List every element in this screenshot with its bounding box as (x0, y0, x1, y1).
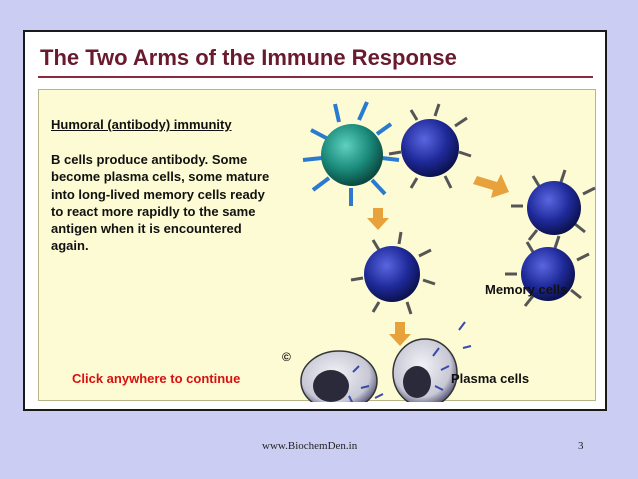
b-cell-middle (350, 231, 436, 315)
slide-frame: The Two Arms of the Immune Response (23, 30, 607, 411)
content-panel[interactable]: Humoral (antibody) immunity B cells prod… (38, 89, 596, 402)
slide-title: The Two Arms of the Immune Response (40, 45, 457, 70)
arrows (367, 174, 509, 346)
page-number: 3 (578, 440, 584, 452)
memory-cell-lower (505, 235, 590, 307)
b-cell-top (388, 103, 472, 189)
continue-link[interactable]: Click anywhere to continue (72, 371, 241, 386)
memory-cells-label: Memory cells (485, 282, 568, 297)
b-cell-description: B cells produce antibody. Some become pl… (51, 152, 270, 254)
memory-cell-upper (511, 169, 596, 241)
antigen-particle (302, 101, 400, 206)
humoral-immunity-heading: Humoral (antibody) immunity (51, 117, 232, 132)
plasma-cell-left (300, 350, 384, 402)
plasma-cell-right (392, 321, 472, 402)
copyright-mark: © (282, 350, 291, 364)
footer-url: www.BiochemDen.in (262, 440, 358, 452)
plasma-cells-label: Plasma cells (451, 371, 530, 386)
title-underline (38, 76, 593, 78)
immune-response-illustration (300, 101, 596, 402)
